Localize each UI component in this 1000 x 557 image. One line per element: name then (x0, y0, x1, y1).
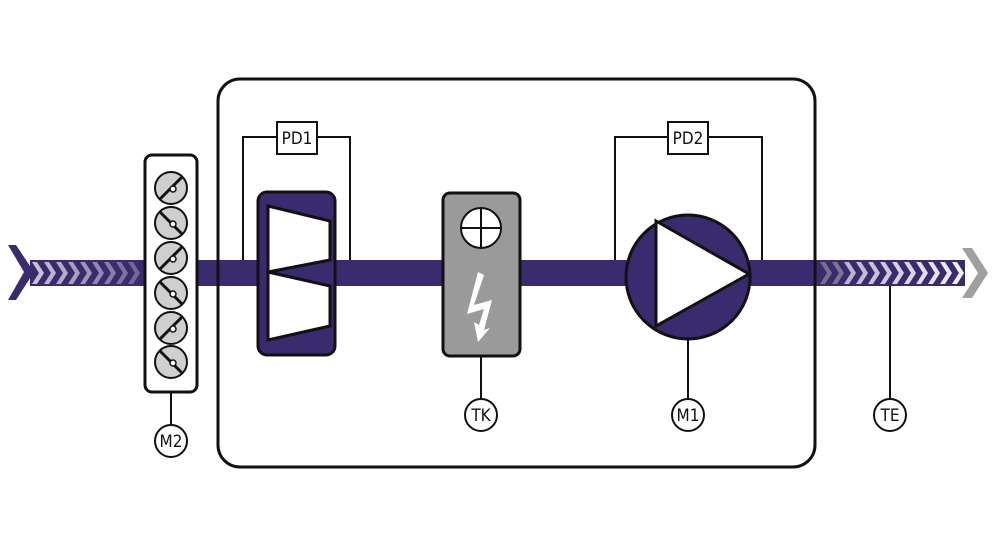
outlet-arrow (815, 248, 988, 298)
chevron-icon (820, 262, 832, 284)
blade-pivot (169, 220, 177, 228)
blade-pivot (169, 185, 177, 193)
chevron-icon (952, 262, 964, 284)
chevron-icon (880, 262, 892, 284)
fan (624, 213, 753, 400)
chevron-icon (128, 262, 140, 284)
chevron-icon (940, 262, 952, 284)
pressure-switch-pd1 (242, 121, 351, 260)
te-sensor (873, 398, 907, 432)
chevron-icon (92, 262, 104, 284)
m1-motor (671, 398, 705, 432)
blade-pivot (169, 290, 177, 298)
blade-pivot (169, 255, 177, 263)
chevron-icon (916, 262, 928, 284)
unit-casing (216, 77, 817, 469)
chevron-icon (892, 262, 904, 284)
chevron-icon (868, 262, 880, 284)
pressure-switch-pd2 (614, 121, 763, 260)
m2-label: M2 (160, 432, 183, 452)
chevron-icon (44, 262, 56, 284)
chevron-icon (904, 262, 916, 284)
chevron-icon (116, 262, 128, 284)
blade-pivot (169, 359, 177, 367)
filter (256, 190, 337, 357)
chevron-icon (32, 262, 44, 284)
chevron-icon (928, 262, 940, 284)
m1-label: M1 (677, 406, 700, 426)
lightning-icon (467, 272, 492, 342)
pd1-label: PD1 (282, 129, 313, 149)
chevron-icon (104, 262, 116, 284)
chevron-icon (80, 262, 92, 284)
air-damper (143, 153, 199, 426)
electric-heater (441, 191, 522, 400)
chevron-icon (832, 262, 844, 284)
chevron-icon (844, 262, 856, 284)
m2-actuator (154, 424, 188, 458)
inlet-arrow (8, 245, 145, 300)
tk-label: TK (470, 406, 491, 426)
blade-pivot (169, 325, 177, 333)
tk-sensor (464, 398, 498, 432)
chevron-icon (56, 262, 68, 284)
chevron-icon (856, 262, 868, 284)
te-label: TE (879, 406, 899, 426)
pd2-label: PD2 (673, 129, 704, 149)
chevron-icon (68, 262, 80, 284)
